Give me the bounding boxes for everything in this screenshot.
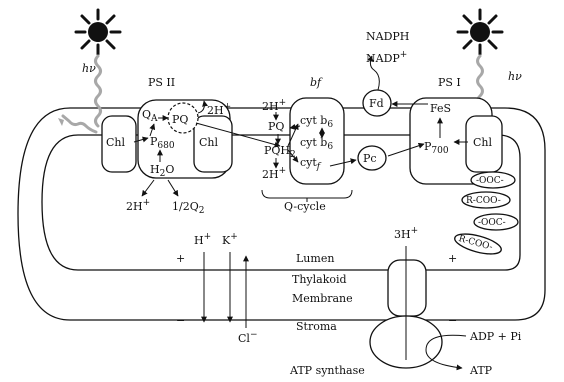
qa-label: QA — [142, 108, 158, 124]
sun-icon — [456, 8, 504, 56]
minus-left: − — [176, 314, 185, 327]
lumen-label: Lumen — [296, 252, 334, 265]
pc-label: Pc — [363, 152, 377, 165]
kplus-label: K+ — [222, 232, 238, 247]
light-wave — [61, 114, 98, 134]
cyt-f-label: cytf — [300, 156, 322, 172]
pqh2-label: PQH2 — [264, 144, 296, 160]
membrane-label: Membrane — [292, 292, 353, 305]
ooc-1: -OOC- — [476, 176, 504, 186]
ps2-label: PS II — [148, 76, 175, 89]
atp-label: ATP — [469, 364, 493, 377]
h2o-label: H2O — [150, 163, 174, 179]
p700-label: P700 — [424, 140, 449, 156]
fes-label: FeS — [430, 102, 451, 115]
carboxylate-groups — [454, 171, 519, 255]
thylakoid-membrane — [17, 107, 546, 321]
light-wave — [94, 54, 102, 128]
adp-label: ADP + Pi — [469, 330, 522, 343]
clminus-label: Cl− — [238, 330, 257, 345]
atp-synthase — [369, 246, 467, 371]
ps2-arrows — [133, 100, 281, 197]
bf-label: bf — [310, 76, 323, 89]
h2-bottom-bf: 2H+ — [262, 166, 286, 181]
stroma-label: Stroma — [296, 320, 337, 333]
chl-ps1: Chl — [473, 136, 493, 149]
h2-top-bf: 2H+ — [262, 98, 286, 113]
atp-synthase-label: ATP synthase — [289, 364, 365, 377]
fd-label: Fd — [369, 97, 384, 110]
hv-label-left: hν — [82, 62, 96, 75]
o2-label: 1/2Q2 — [172, 200, 204, 216]
ooc-2: -OOC- — [478, 218, 506, 228]
fd-complex — [362, 89, 392, 117]
bf-arrows — [261, 112, 357, 202]
thylakoid-label: Thylakoid — [292, 273, 347, 286]
plus-right: + — [448, 252, 457, 265]
cyt-b6-top: cyt b6 — [300, 114, 333, 130]
qcycle-label: Q-cycle — [284, 200, 326, 213]
chl-ps2-left: Chl — [106, 136, 126, 149]
h2-bottom-ps2: 2H+ — [126, 198, 150, 213]
plus-left: + — [176, 252, 185, 265]
ion-arrows — [201, 252, 249, 328]
cyt-b6-mid: cyt b6 — [300, 136, 333, 152]
p680-label: P680 — [150, 135, 175, 151]
nadp-label: NADP+ — [366, 50, 407, 65]
h2-top-ps2: 2H+ — [207, 102, 231, 117]
nadph-label: NADPH — [366, 30, 409, 43]
chl-ps2-right: Chl — [199, 136, 219, 149]
hplus-label: H+ — [194, 232, 211, 247]
h3-label: 3H+ — [394, 226, 418, 241]
ps1-arrows — [367, 55, 468, 157]
pq-bf-label: PQ — [268, 120, 284, 133]
light-wave-arrowhead — [58, 118, 64, 126]
ps1-label: PS I — [438, 76, 461, 89]
hv-label-right: hν — [508, 70, 522, 83]
pq-ps2-label: PQ — [172, 113, 188, 126]
minus-right: − — [448, 314, 457, 327]
ps1-complex — [409, 97, 503, 185]
sun-icon — [74, 8, 122, 56]
rcoo-1: R-COO- — [466, 196, 501, 206]
pc-complex — [357, 145, 387, 171]
